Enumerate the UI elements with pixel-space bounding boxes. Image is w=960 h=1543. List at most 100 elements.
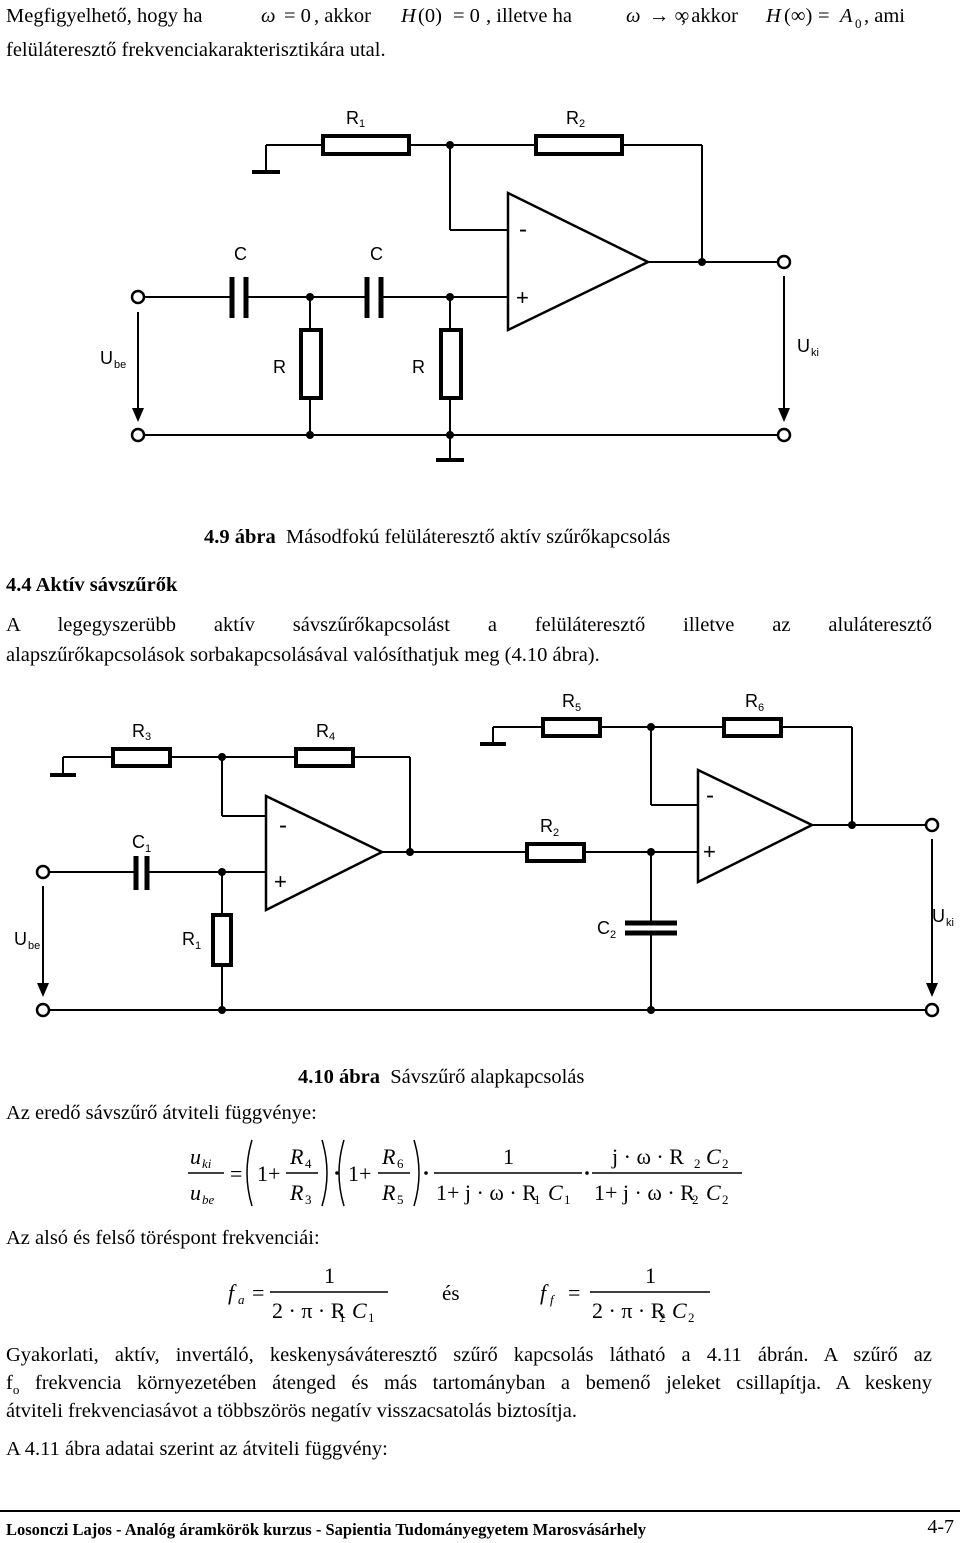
label-R1: R [182, 929, 195, 949]
eq1-R4-sub: 4 [305, 1156, 312, 1171]
eq2-den-a-C-sub: 1 [368, 1310, 375, 1325]
eq1-equals: = [230, 1161, 242, 1186]
eq1-R6-sub: 6 [397, 1156, 404, 1171]
label-Ube-sub: be [114, 359, 126, 371]
label-C-b: C [370, 244, 383, 264]
transfer-function-label: Az eredő sávszűrő átviteli függvénye: [6, 1102, 317, 1124]
paragraph-1-line-1: A legegyszerübb aktív sávszűrőkapcsolást… [6, 614, 932, 636]
label-R1: R [346, 108, 359, 128]
label-R1-sub: 1 [195, 940, 201, 952]
paragraph-2-line-2-text: frekvencia környezetében átenged és más … [34, 1372, 932, 1394]
opamp-plus: + [516, 285, 529, 310]
eq1-R5-sub: 5 [397, 1192, 404, 1207]
label-R4-sub: 4 [329, 731, 335, 743]
fo-subscript: o [12, 1382, 20, 1398]
H-arg-zero: (0) [418, 5, 442, 27]
intro-arrow-inf: → ∞ [649, 5, 690, 27]
footer-rule [0, 1510, 960, 1512]
H-symbol: H [401, 5, 416, 27]
eq2-one-f: 1 [645, 1263, 656, 1288]
intro-line-2: felüláteresztő frekvenciakarakterisztiká… [6, 39, 386, 61]
caption-4-10-number: 4.10 ábra [298, 1066, 380, 1088]
eq2-den-a-R-sub: 1 [339, 1310, 346, 1325]
eq1-den1-C: C [548, 1180, 563, 1205]
label-R-b: R [412, 357, 425, 377]
transfer-function-equation: u ki u be = 1+ R 4 R 3 1+ R 6 R 5 1 1+ j… [188, 1139, 742, 1207]
label-R2: R [566, 108, 579, 128]
eq2-fa-sub: a [238, 1292, 245, 1307]
label-R5-sub: 5 [575, 702, 581, 714]
A-symbol: A [840, 5, 853, 27]
opamp1-minus: - [279, 812, 287, 839]
opamp2-plus: + [703, 839, 716, 864]
eq2-one-a: 1 [324, 1263, 335, 1288]
label-Ube: U [14, 929, 27, 949]
eq1-one-plus-b: 1+ [348, 1161, 371, 1186]
eq1-u-num: u [190, 1144, 201, 1169]
opamp2-minus: - [706, 782, 714, 809]
eq1-den3-C-sub: 2 [722, 1192, 729, 1207]
intro-text-e: , ami [864, 5, 905, 27]
paragraph-2-line-1: Gyakorlati, aktív, invertáló, keskenysáv… [6, 1344, 932, 1366]
label-R1-sub: 1 [359, 118, 365, 130]
A-subscript: 0 [855, 16, 862, 31]
intro-text-a: Megfigyelhető, hogy ha [6, 5, 203, 27]
eq1-den3: 1+ j · ω · R [594, 1180, 695, 1205]
intro-text-d: , akkor [681, 5, 738, 27]
label-Ube: U [100, 348, 113, 368]
paragraph-2-line-3: átviteli frekvenciasávot a többszörös ne… [6, 1400, 577, 1422]
eq2-equals-a: = [252, 1280, 264, 1305]
eq1-den3-C: C [706, 1180, 721, 1205]
label-R2-sub: 2 [579, 118, 585, 130]
eq1-den1-C-sub: 1 [564, 1192, 571, 1207]
eq2-es: és [442, 1281, 460, 1305]
eq1-R3-sub: 3 [305, 1192, 312, 1207]
eq1-num3-C-sub: 2 [722, 1156, 729, 1171]
label-C2-sub: 2 [610, 929, 616, 941]
eq1-R4: R [289, 1144, 304, 1169]
eq1-den3-R-sub: 2 [692, 1192, 699, 1207]
intro-eq0: = 0 [284, 5, 311, 27]
caption-4-10-text: Sávszűrő alapkapcsolás [390, 1066, 585, 1088]
figure-4-10-caption: 4.10 ábra Sávszűrő alapkapcsolás [298, 1064, 584, 1090]
omega-symbol-2: ω [626, 5, 641, 27]
label-Uki: U [797, 336, 810, 356]
label-Uki: U [932, 906, 945, 926]
eq1-R5: R [381, 1180, 396, 1205]
figure-4-10-circuit: R 3 R 4 R 5 R 6 C 1 R 2 R 1 C 2 - + - + … [14, 691, 954, 1018]
eq1-num3-R-sub: 2 [694, 1156, 701, 1171]
section-heading: 4.4 Aktív sávszűrők [6, 574, 178, 596]
eq2-den-f-C-sub: 2 [688, 1310, 695, 1325]
intro-text-b: , akkor [314, 5, 371, 27]
eq1-be: be [202, 1192, 215, 1207]
eq2-equals-f: = [568, 1280, 580, 1305]
eq1-ki: ki [202, 1156, 212, 1171]
figure-4-9-caption: 4.9 ábra Másodfokú felüláteresztő aktív … [204, 524, 670, 550]
page-number: 4-7 [927, 1516, 954, 1538]
corner-frequencies-label: Az alsó és felső töréspont frekvenciái: [6, 1227, 320, 1249]
H-arg-inf: (∞) [784, 5, 813, 27]
eq1-one: 1 [503, 1144, 514, 1169]
label-Ube-sub: be [28, 940, 40, 952]
eq1-one-plus-a: 1+ [257, 1161, 280, 1186]
omega-symbol: ω [261, 5, 276, 27]
intro-text-c: , illetve ha [486, 5, 572, 27]
H-symbol-2: H [766, 5, 781, 27]
page-footer: Losonczi Lajos - Analóg áramkörök kurzus… [6, 1516, 954, 1540]
eq1-u-den: u [190, 1180, 201, 1205]
eq1-den1: 1+ j · ω · R [436, 1180, 537, 1205]
fo-symbol: f [6, 1372, 13, 1394]
label-C1: C [132, 832, 145, 852]
eq2-den-a-C: C [352, 1298, 367, 1323]
paragraph-2-line-2: fo frekvencia környezetében átenged és m… [6, 1370, 932, 1403]
label-R2-sub: 2 [553, 827, 559, 839]
label-Uki-sub: ki [946, 917, 954, 929]
figure-4-9-circuit: R 1 R 2 C C R R - + U be U ki [100, 108, 819, 462]
label-R2: R [540, 816, 553, 836]
eq1-den1-R-sub: 1 [534, 1192, 541, 1207]
eq2-den-f: 2 · π · R [592, 1298, 666, 1323]
intro-eqA: = [818, 5, 830, 27]
intro-eq0b: = 0 [453, 5, 480, 27]
opamp-minus: - [519, 216, 527, 243]
eq2-ff: f [540, 1280, 549, 1305]
